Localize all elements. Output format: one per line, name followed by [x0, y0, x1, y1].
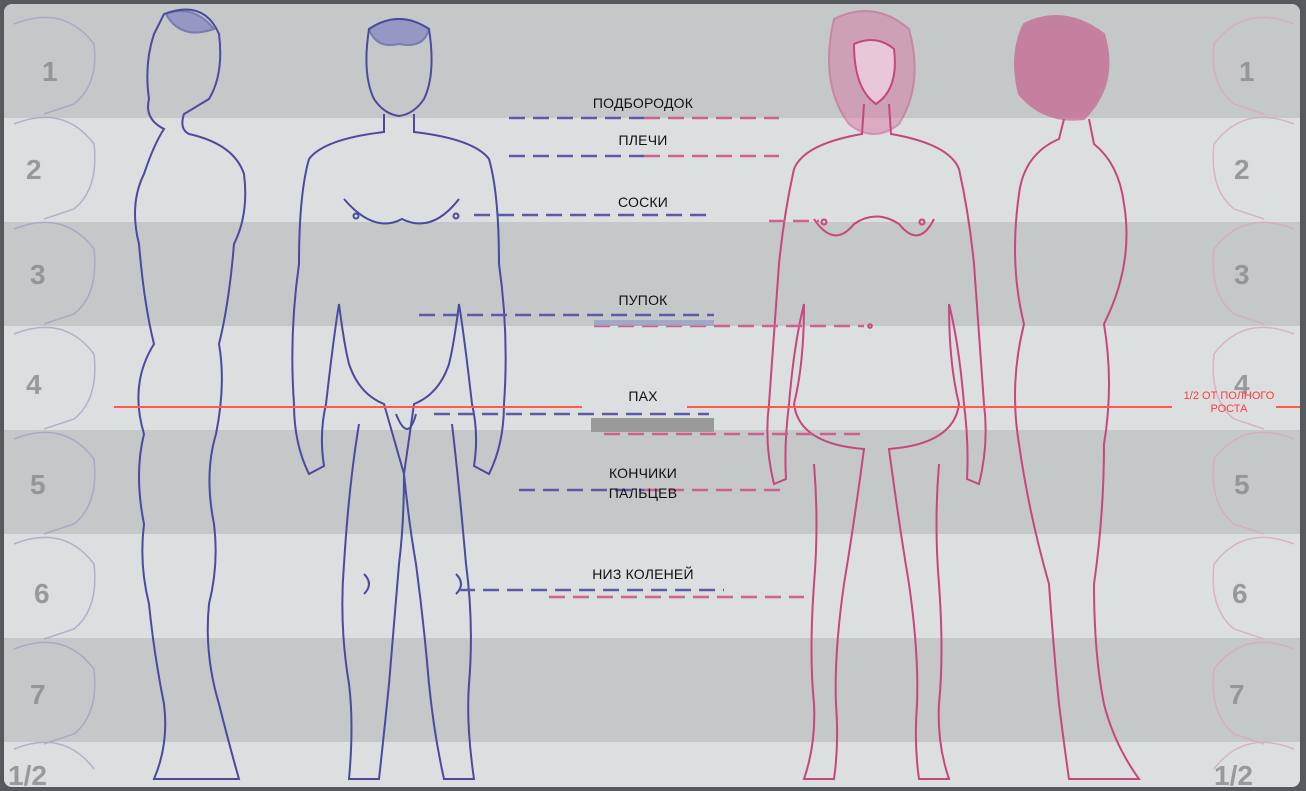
groin-marker-bar	[591, 418, 714, 432]
head-unit-number-left: 3	[30, 259, 46, 291]
head-unit-number-left: 1	[42, 56, 58, 88]
head-unit-number-right: 1	[1239, 56, 1255, 88]
head-unit-number-left: 2	[26, 154, 42, 186]
label-nipples: СОСКИ	[523, 192, 763, 212]
head-unit-number-left: 6	[34, 578, 50, 610]
label-knees: НИЗ КОЛЕНЕЙ	[523, 564, 763, 584]
head-unit-number-right: 3	[1234, 259, 1250, 291]
label-fingertips: КОНЧИКИ ПАЛЬЦЕВ	[523, 463, 763, 503]
label-chin: ПОДБОРОДОК	[523, 93, 763, 113]
label-half-height: 1/2 ОТ ПОЛНОГО РОСТА	[1154, 390, 1302, 416]
label-groin: ПАХ	[523, 386, 763, 406]
label-fingertips-line2: ПАЛЬЦЕВ	[523, 483, 763, 503]
label-shoulders: ПЛЕЧИ	[523, 130, 763, 150]
label-fingertips-line1: КОНЧИКИ	[523, 463, 763, 483]
head-unit-number-right: 5	[1234, 469, 1250, 501]
head-unit-number-right: 7	[1229, 679, 1245, 711]
label-half-height-line2: РОСТА	[1154, 403, 1302, 416]
head-unit-number-left: 7	[30, 679, 46, 711]
label-half-height-line1: 1/2 ОТ ПОЛНОГО	[1154, 390, 1302, 403]
head-unit-number-right: 1/2	[1214, 760, 1253, 789]
head-unit-number-left: 4	[26, 369, 42, 401]
head-unit-number-right: 2	[1234, 154, 1250, 186]
head-unit-number-right: 6	[1232, 578, 1248, 610]
label-navel: ПУПОК	[523, 290, 763, 310]
head-unit-number-left: 5	[30, 469, 46, 501]
navel-marker-bar	[594, 320, 714, 326]
head-unit-number-left: 1/2	[8, 760, 47, 789]
